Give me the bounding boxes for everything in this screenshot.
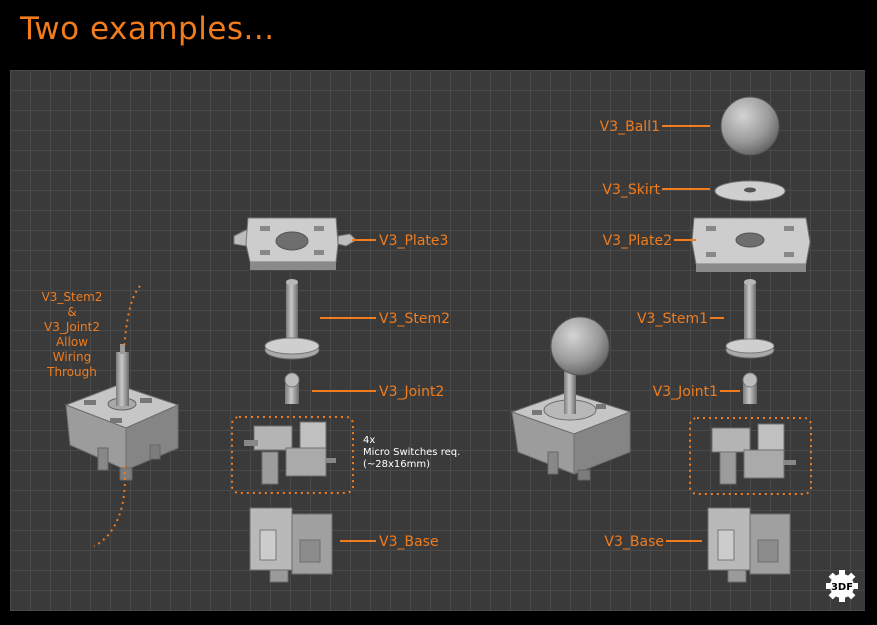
requirement-line: (~28x16mm) — [363, 459, 431, 470]
page-title: Two examples... — [20, 11, 275, 47]
label-v3-base-1: V3_Base — [379, 534, 439, 550]
example2-joint1 — [742, 372, 758, 404]
example2-skirt — [714, 180, 786, 202]
label-v3-joint1: V3_Joint1 — [652, 384, 718, 400]
example2-microswitches — [711, 423, 796, 485]
micro-switch-requirement: 4x Micro Switches req. (~28x16mm) — [363, 435, 460, 471]
3df-gear-logo: 3DF — [826, 570, 858, 602]
wiring-dotted-line — [123, 285, 141, 349]
example2-base — [707, 507, 791, 583]
assembled-joystick-left — [64, 344, 180, 481]
wiring-note: V3_Stem2 & V3_Joint2 Allow Wiring Throug… — [36, 290, 108, 380]
wiring-note-line: Allow — [55, 335, 89, 349]
example1-stem2 — [264, 279, 320, 360]
logo-text: 3DF — [831, 582, 853, 593]
requirement-line: Micro Switches req. — [363, 447, 461, 458]
label-v3-stem2: V3_Stem2 — [379, 311, 451, 327]
example1-plate3 — [233, 217, 357, 270]
example2-ball1 — [720, 96, 780, 156]
wiring-note-line: Wiring — [52, 350, 92, 364]
requirement-line: 4x — [363, 435, 376, 446]
example2-stem1 — [725, 279, 775, 359]
wiring-note-line: V3_Joint2 — [43, 320, 100, 334]
label-v3-ball1: V3_Ball1 — [599, 119, 660, 135]
label-v3-plate2: V3_Plate2 — [602, 233, 672, 249]
example1-base — [249, 507, 333, 583]
label-v3-skirt: V3_Skirt — [602, 182, 660, 198]
example2-plate2 — [691, 217, 811, 272]
wiring-dotted-line-lower — [93, 465, 126, 547]
label-v3-base-2: V3_Base — [604, 534, 664, 550]
label-v3-joint2: V3_Joint2 — [379, 384, 445, 400]
example1-microswitches — [244, 421, 336, 485]
wiring-note-line: V3_Stem2 — [41, 290, 103, 304]
wiring-note-line: & — [67, 305, 77, 319]
label-v3-plate3: V3_Plate3 — [379, 233, 449, 249]
wiring-note-line: Through — [47, 365, 97, 379]
label-v3-stem1: V3_Stem1 — [636, 311, 708, 327]
example1-joint2 — [284, 372, 300, 404]
assembled-joystick-ball — [510, 316, 632, 481]
